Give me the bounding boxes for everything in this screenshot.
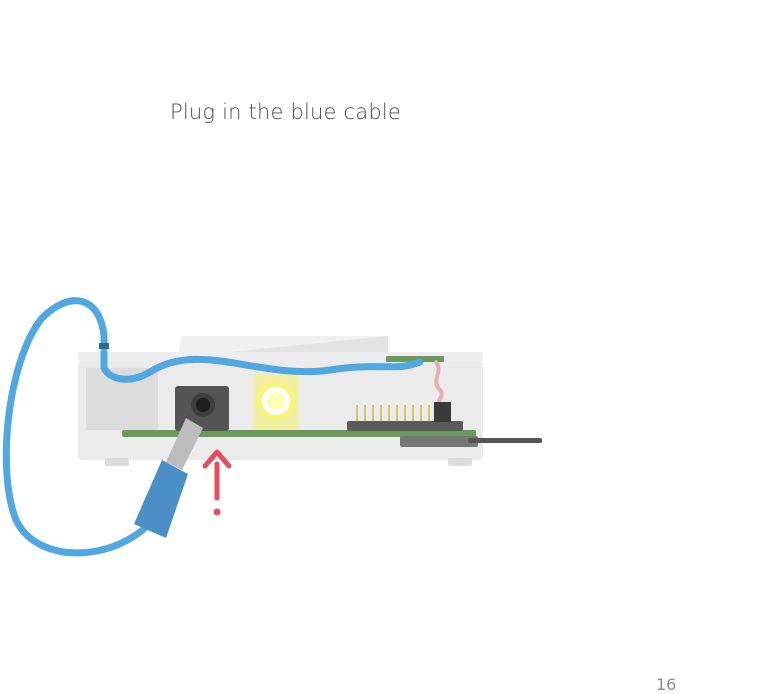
cable-band	[99, 343, 109, 349]
ribbon-cable	[400, 436, 542, 447]
page-number: 16	[656, 675, 676, 694]
insert-arrow-icon	[205, 452, 229, 516]
pin-header-base	[347, 421, 463, 431]
wire-connector	[434, 402, 451, 422]
led-light	[253, 374, 299, 430]
audio-jack	[175, 386, 229, 431]
